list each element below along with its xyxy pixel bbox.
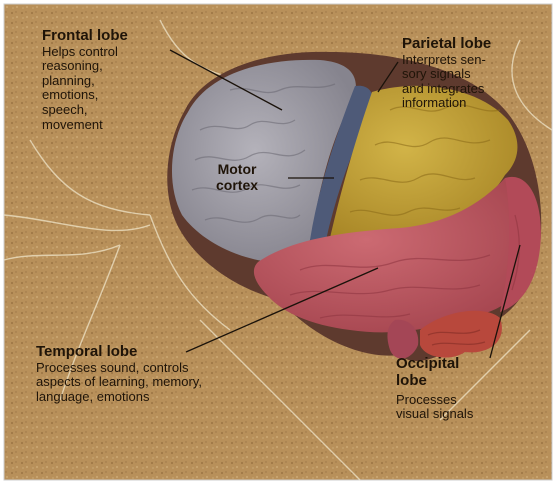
motor-cortex-label: Motor cortex [216, 162, 258, 193]
parietal-lobe-label: Parietal lobe Interprets sen- sory signa… [402, 36, 491, 111]
frontal-lobe-title: Frontal lobe [42, 28, 128, 45]
parietal-lobe-description: Interprets sen- sory signals and integra… [402, 53, 491, 111]
frontal-lobe-description: Helps control reasoning, planning, emoti… [42, 45, 128, 132]
occipital-lobe-title: Occipital lobe [396, 356, 473, 390]
temporal-lobe-label: Temporal lobe Processes sound, controls … [36, 344, 202, 404]
occipital-lobe-description: Processes visual signals [396, 393, 473, 422]
occipital-lobe-label: Occipital lobe Processes visual signals [396, 356, 473, 422]
temporal-lobe-description: Processes sound, controls aspects of lea… [36, 361, 202, 405]
parietal-lobe-title: Parietal lobe [402, 36, 491, 53]
frontal-lobe-label: Frontal lobe Helps control reasoning, pl… [42, 28, 128, 132]
temporal-lobe-title: Temporal lobe [36, 344, 202, 361]
